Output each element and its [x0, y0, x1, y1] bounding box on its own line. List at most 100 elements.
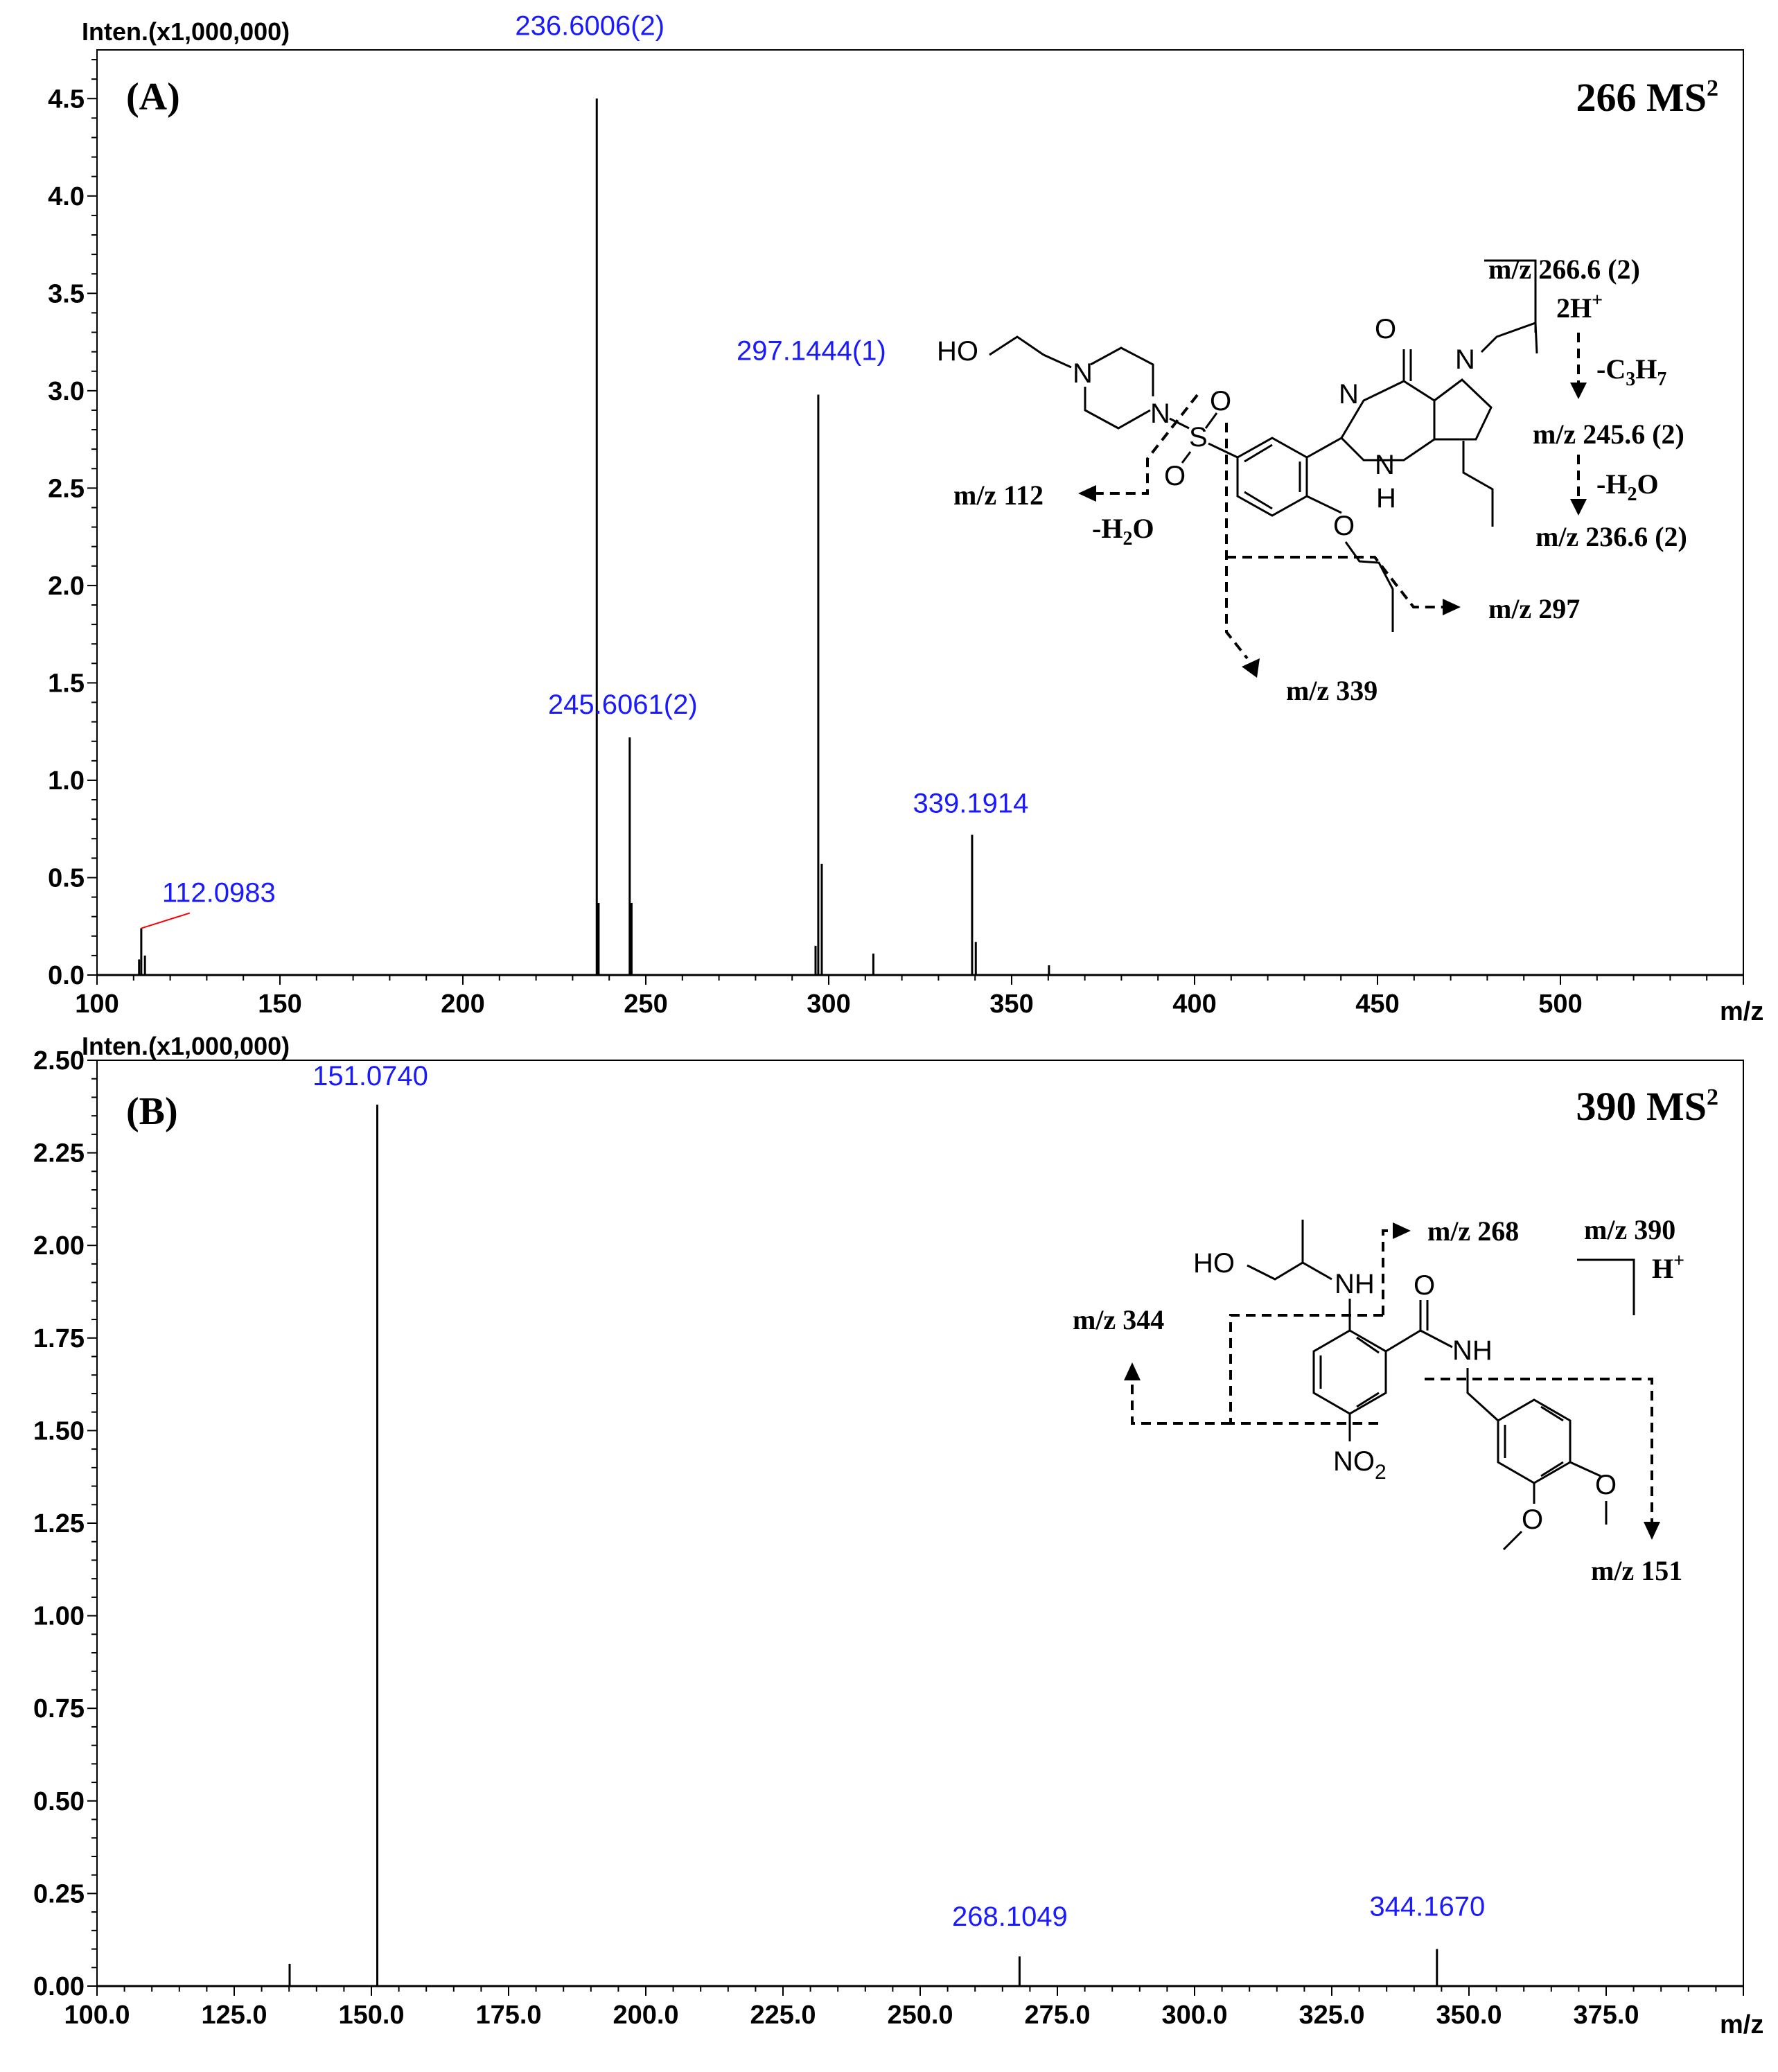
struct-b-amide-nh: NH [1452, 1335, 1493, 1366]
peak-label: 268.1049 [952, 1902, 1068, 1932]
struct-a-ho: HO [937, 336, 978, 367]
struct-a-charge-bracket [1484, 259, 1537, 333]
x-tick-label: 350 [989, 990, 1033, 1019]
x-tick-label: 150.0 [338, 2001, 404, 2030]
x-tick-label: 400 [1172, 990, 1216, 1019]
panel-b-structure: HO NH NO2 O NH O [1073, 1214, 1684, 1586]
x-tick-label: 150 [258, 990, 301, 1019]
struct-a-ethyl-chain [989, 335, 1044, 356]
panel-a-plot-frame [96, 49, 1744, 976]
struct-b-cleave-344-frame [1229, 1314, 1383, 1425]
x-tick-label: 450 [1355, 990, 1399, 1019]
panel-b-label: (B) [126, 1090, 178, 1133]
struct-a-charge: 2H+ [1556, 290, 1603, 324]
struct-a-ion-339: m/z 339 [1286, 675, 1377, 706]
y-tick-label: 2.25 [33, 1139, 85, 1168]
y-tick-label: 0.50 [33, 1787, 85, 1816]
x-tick-label: 100 [75, 990, 118, 1019]
panel-a-x-unit: m/z [1720, 997, 1763, 1026]
struct-a-ether-o: O [1333, 511, 1355, 541]
x-tick-label: 125.0 [201, 2001, 267, 2030]
x-tick-label: 350.0 [1436, 2001, 1502, 2030]
x-tick-label: 300 [807, 990, 850, 1019]
struct-a-benzene [1236, 437, 1308, 517]
x-tick-label: 375.0 [1573, 2001, 1639, 2030]
peak-label: 344.1670 [1369, 1892, 1485, 1922]
struct-a-sulfur: S [1189, 422, 1208, 453]
y-tick-label: 4.5 [48, 85, 85, 114]
panel-a-peak-labels: 112.0983236.6006(2)245.6061(2)297.1444(1… [141, 10, 1029, 929]
y-tick-label: 2.50 [33, 1046, 85, 1075]
panel-b-x-unit: m/z [1720, 2010, 1763, 2039]
struct-a-ion-112-loss: -H2O [1092, 513, 1154, 550]
x-tick-label: 500 [1538, 990, 1582, 1019]
struct-a-ion-297: m/z 297 [1488, 593, 1580, 624]
struct-b-ion-268: m/z 268 [1427, 1215, 1519, 1247]
struct-b-ion-151: m/z 151 [1591, 1555, 1682, 1586]
peak-label: 236.6006(2) [515, 10, 664, 41]
y-tick-label: 1.75 [33, 1324, 85, 1353]
panel-b-ms-label: 390 MS2 [1576, 1084, 1719, 1129]
x-tick-label: 325.0 [1299, 2001, 1364, 2030]
struct-b-amine-nh: NH [1335, 1269, 1375, 1299]
struct-a-carbonyl-o: O [1375, 314, 1396, 344]
panel-a-structure: HO N N S O O O N [937, 254, 1687, 706]
y-tick-label: 1.50 [33, 1416, 85, 1446]
peak-label-leader [141, 912, 191, 929]
y-tick-label: 4.0 [48, 182, 85, 211]
struct-a-pyr-nh-n: N [1375, 450, 1395, 480]
y-tick-label: 0.0 [48, 961, 85, 990]
peak-label: 245.6061(2) [548, 690, 698, 720]
y-tick-label: 1.00 [33, 1602, 85, 1631]
struct-a-pyrrole [1433, 378, 1493, 441]
y-tick-label: 0.25 [33, 1879, 85, 1908]
struct-b-cleave-151 [1425, 1378, 1653, 1523]
y-tick-label: 2.00 [33, 1231, 85, 1261]
x-tick-label: 250 [624, 990, 667, 1019]
struct-a-pip-n1: N [1073, 358, 1093, 389]
struct-b-ion-344: m/z 344 [1073, 1304, 1164, 1335]
x-tick-label: 100.0 [64, 2001, 130, 2030]
struct-b-methoxy-o1: O [1595, 1470, 1617, 1500]
struct-b-amide-o: O [1414, 1270, 1435, 1301]
panel-b-y-axis-title: Inten.(x1,000,000) [82, 1032, 290, 1060]
struct-a-cleave-297 [1226, 556, 1444, 608]
struct-b-cleave-268 [1382, 1229, 1393, 1315]
struct-b-charge-bracket [1577, 1258, 1635, 1315]
x-tick-label: 200.0 [613, 2001, 678, 2030]
y-tick-label: 3.0 [48, 377, 85, 406]
y-tick-label: 0.5 [48, 863, 85, 893]
struct-a-pyrrole-n: N [1455, 344, 1475, 375]
struct-a-pip-n2: N [1150, 398, 1170, 429]
struct-a-parent-ion: m/z 266.6 (2) [1488, 254, 1640, 285]
y-tick-label: 0.75 [33, 1694, 85, 1723]
y-tick-label: 1.5 [48, 669, 85, 698]
panel-b-plot-frame [96, 1060, 1744, 1987]
y-tick-label: 1.0 [48, 766, 85, 796]
x-tick-label: 200 [441, 990, 484, 1019]
struct-a-ion-112: m/z 112 [953, 480, 1044, 511]
y-tick-label: 0.00 [33, 1972, 85, 2001]
struct-b-dimethoxy-ring [1497, 1398, 1572, 1484]
struct-a-loss-propyl: -C3H7 [1596, 353, 1666, 390]
panel-a-peaks [97, 98, 1743, 976]
panel-a-label: (A) [126, 76, 180, 118]
struct-b-cleave-344 [1131, 1379, 1231, 1425]
struct-a-pyr-nh-h: H [1376, 483, 1396, 513]
y-tick-label: 3.5 [48, 279, 85, 308]
struct-b-ho: HO [1193, 1248, 1235, 1279]
struct-b-methoxy-o2: O [1522, 1504, 1543, 1535]
x-tick-label: 175.0 [475, 2001, 541, 2030]
x-tick-label: 300.0 [1161, 2001, 1227, 2030]
y-tick-label: 1.25 [33, 1509, 85, 1538]
struct-a-sulfonyl-o2: O [1164, 461, 1186, 491]
peak-label: 339.1914 [913, 789, 1029, 819]
struct-a-pyr-n: N [1339, 379, 1359, 410]
struct-a-ion-245: m/z 245.6 (2) [1533, 419, 1684, 450]
struct-a-ion-236: m/z 236.6 (2) [1535, 521, 1687, 552]
struct-a-cleave-112 [1095, 394, 1199, 495]
panel-a-ticks: 100 150 200 250 300 350 400 450 500 0.0 0.5 1.0 1.5 2… [48, 59, 1744, 1019]
